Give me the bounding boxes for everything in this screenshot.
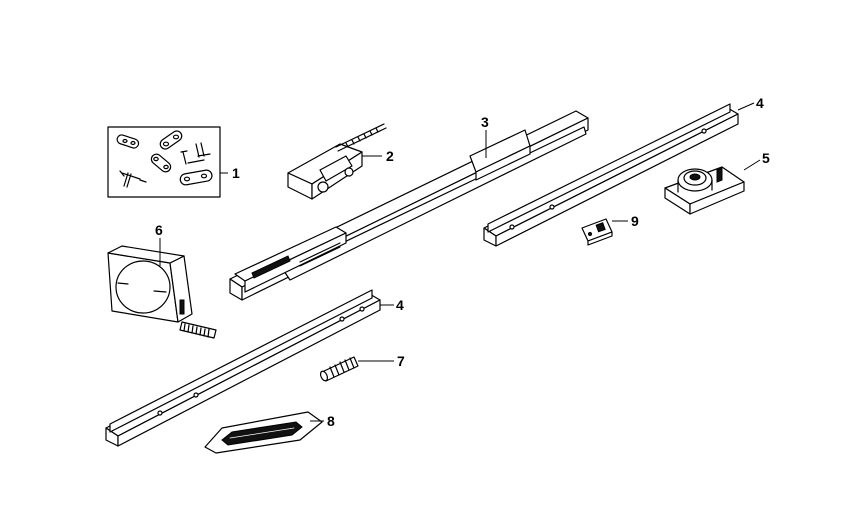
callout-4-lower: 4 (396, 297, 404, 313)
trolley-release-arm (319, 155, 353, 182)
callout-8: 7 (397, 353, 405, 369)
trolley-side (475, 145, 531, 181)
callout-7: 8 (327, 413, 335, 429)
trolley-roller (317, 181, 329, 193)
spool-disc (115, 260, 171, 314)
part-6-spool-box: 6 (107, 222, 217, 339)
rail-printed-label (251, 255, 291, 279)
bracket-base-side (689, 181, 745, 215)
part-4-rail-section-lower: 4 (105, 289, 404, 447)
part-4-rail-section-upper: 4 (483, 95, 764, 247)
part-7-warning-label: 8 (204, 411, 335, 454)
part-8-spring: 7 (319, 353, 405, 382)
callout-9: 9 (631, 213, 639, 229)
hardware-pieces (116, 130, 213, 188)
callout-5: 5 (762, 150, 770, 166)
callout-3: 3 (481, 114, 489, 130)
callout-4-upper: 4 (756, 95, 764, 111)
part-3-rail-with-trolley: 3 (229, 110, 589, 301)
callout-2: 2 (386, 148, 394, 164)
spool-box-top (107, 245, 185, 264)
part-9-clip: 9 (581, 213, 639, 246)
part-2-trolley-assembly: 2 (287, 123, 394, 200)
callout-6: 6 (155, 222, 163, 238)
part-5-pulley-bracket: 5 (664, 150, 770, 215)
part-1-hardware-kit: 1 (107, 126, 240, 198)
rail-lower-side-face (117, 299, 381, 447)
callout-1: 1 (232, 165, 240, 181)
rail-lower-block-side (244, 232, 347, 293)
rail-upper-side-face (495, 113, 739, 247)
label-print-area (221, 421, 303, 446)
